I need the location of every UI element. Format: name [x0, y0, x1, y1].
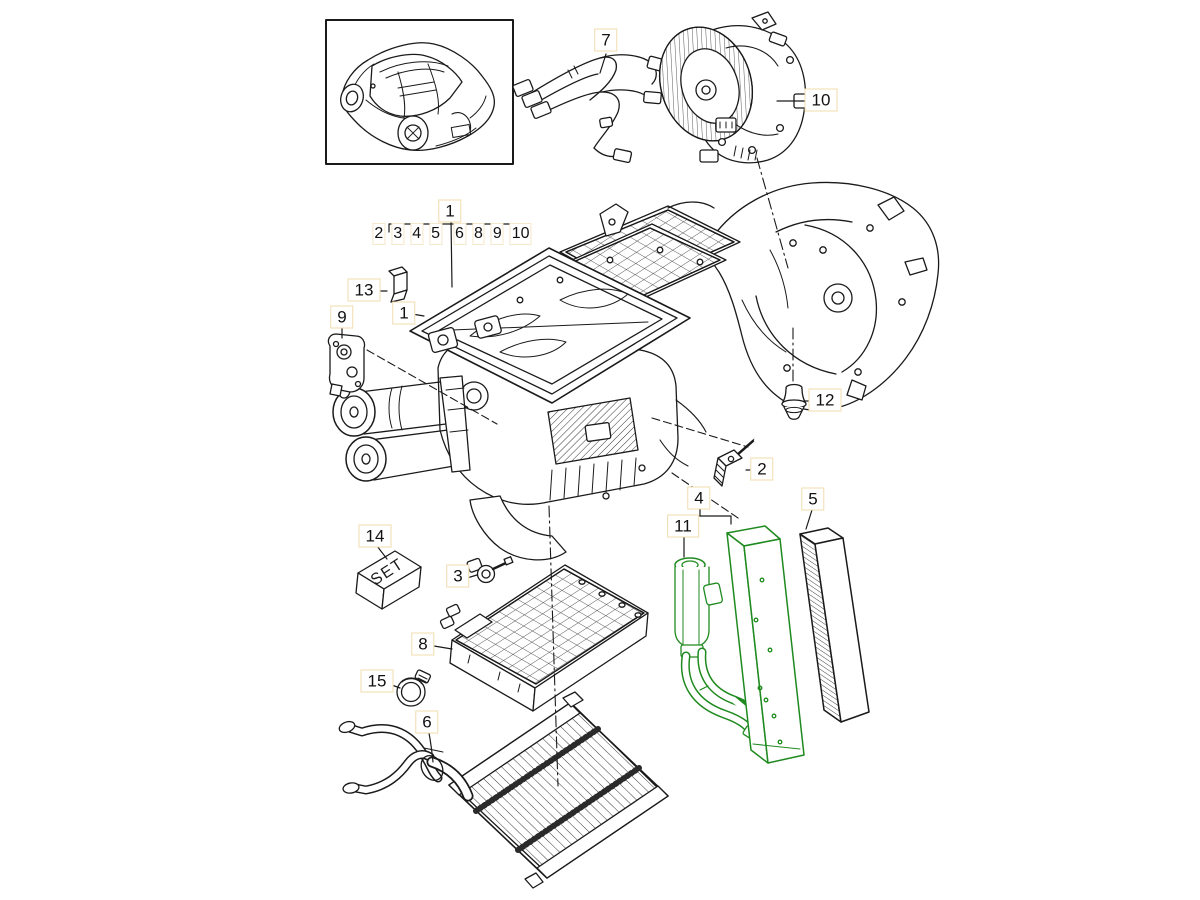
legend-item-8[interactable]: 8 — [471, 223, 485, 245]
vehicle-thumbnail — [325, 19, 514, 165]
legend-item-3[interactable]: 3 — [391, 223, 405, 245]
part-4-evaporator-assembly[interactable] — [674, 525, 805, 764]
part-8-auxiliary-heater[interactable] — [439, 564, 649, 712]
legend-item-2[interactable]: 2 — [372, 223, 386, 245]
part-7-wiring-harness[interactable] — [512, 54, 668, 164]
part-3-sensor[interactable] — [466, 556, 514, 584]
legend-item-6[interactable]: 6 — [453, 223, 466, 245]
part-15-hose-clamp[interactable] — [396, 669, 432, 707]
callout-6[interactable]: 6 — [415, 710, 439, 734]
callout-11[interactable]: 11 — [667, 514, 699, 538]
callout-4[interactable]: 4 — [687, 486, 711, 510]
callout-15[interactable]: 15 — [360, 669, 394, 693]
callout-2[interactable]: 2 — [750, 457, 774, 481]
legend-item-9[interactable]: 9 — [490, 223, 504, 245]
legend-item-4[interactable]: 4 — [410, 223, 424, 245]
callout-10[interactable]: 10 — [804, 88, 838, 112]
callout-9[interactable]: 9 — [330, 305, 354, 329]
legend-item-10[interactable]: 10 — [509, 223, 532, 245]
legend-subparts-row: 2 3 4 5 6 8 9 10 — [372, 223, 532, 245]
part-14-set-kit-box[interactable]: SET — [355, 550, 422, 610]
part-5-cabin-filter[interactable] — [799, 527, 870, 723]
callout-1-main[interactable]: 1 — [438, 199, 462, 223]
callout-14[interactable]: 14 — [358, 524, 392, 548]
part-10-blower-motor[interactable] — [645, 11, 807, 164]
callout-7[interactable]: 7 — [594, 28, 618, 52]
callout-8[interactable]: 8 — [411, 632, 435, 656]
part-6-heater-core[interactable] — [338, 691, 669, 889]
part-2-temperature-sensor[interactable] — [713, 438, 755, 487]
part-13-retaining-clip[interactable] — [388, 266, 408, 303]
callout-13[interactable]: 13 — [347, 278, 381, 302]
callout-1-frame[interactable]: 1 — [392, 301, 416, 325]
part-1-hvac-housing-assembly[interactable] — [332, 181, 940, 561]
part-9-actuator-motor[interactable] — [327, 333, 366, 397]
legend-item-5[interactable]: 5 — [429, 223, 443, 245]
callout-3[interactable]: 3 — [446, 564, 470, 588]
callout-5[interactable]: 5 — [801, 487, 825, 511]
part-12-grommet[interactable] — [781, 383, 807, 420]
callout-12[interactable]: 12 — [808, 388, 842, 412]
